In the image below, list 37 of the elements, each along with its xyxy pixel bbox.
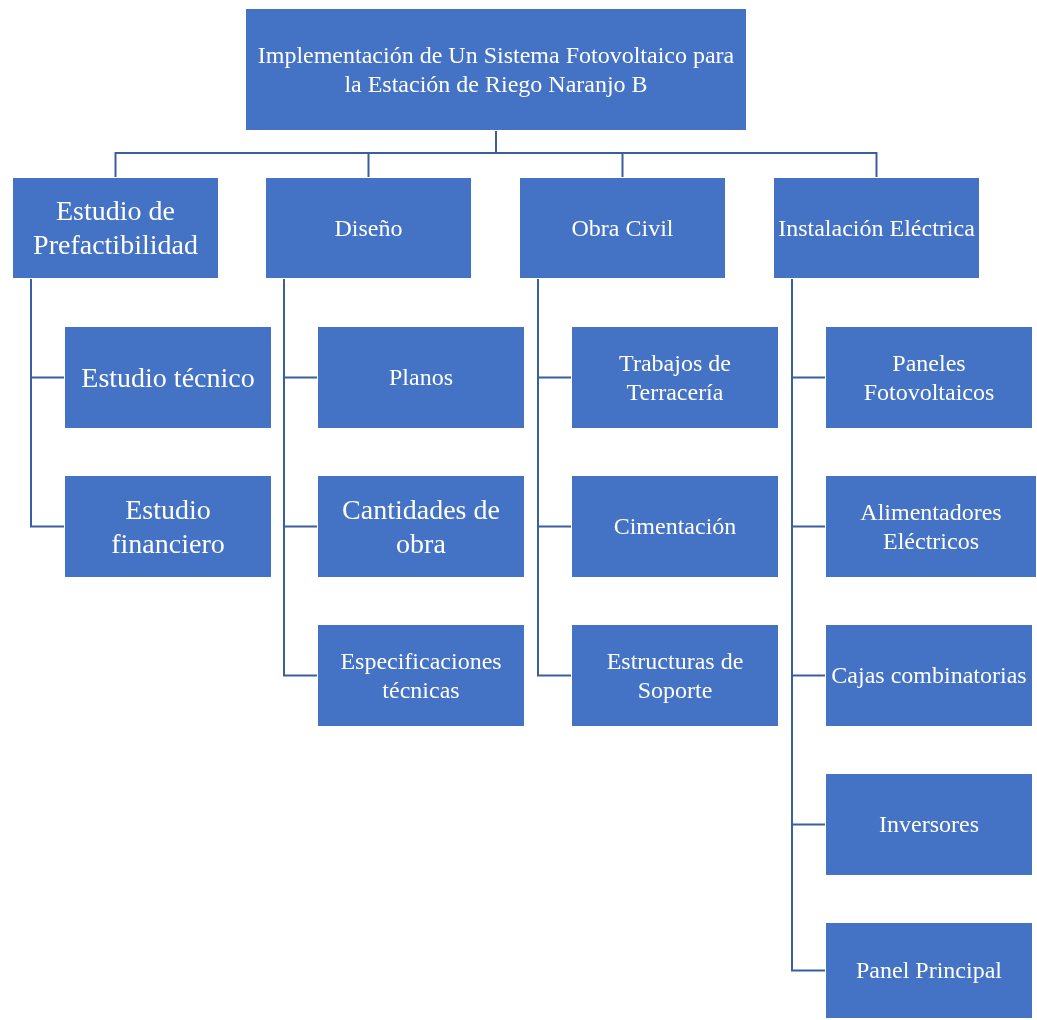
box-label: Planos [388, 363, 454, 392]
process-box [317, 475, 525, 578]
process-box [519, 177, 726, 279]
process-box [571, 624, 779, 727]
process-box [265, 177, 472, 279]
process-box [825, 326, 1033, 429]
box-label: Diseño [333, 213, 404, 243]
process-box [825, 624, 1033, 727]
process-box [317, 326, 525, 429]
box-label: Estudio de Prefactibilidad [32, 194, 199, 262]
box-label: Instalación Eléctrica [777, 213, 976, 243]
box-label: Implementación de Un Sistema Fotovoltaico para la Estación de Riego Naranjo B [256, 40, 736, 99]
box-label: Estudio técnico [80, 360, 256, 395]
box-label: Estructuras de Soporte [605, 646, 745, 705]
box-label: Especificaciones técnicas [339, 646, 503, 705]
process-box [64, 326, 272, 429]
box-label: Cajas combinatorias [830, 661, 1028, 690]
box-label: Obra Civil [570, 213, 675, 243]
process-box [571, 475, 779, 578]
process-box [773, 177, 980, 279]
box-label: Estudio financiero [110, 492, 226, 561]
process-box [12, 177, 219, 279]
process-box [825, 475, 1037, 578]
process-box [64, 475, 272, 578]
box-label: Panel Principal [855, 956, 1003, 985]
connector-line [30, 278, 65, 528]
process-box [571, 326, 779, 429]
box-label: Inversores [878, 810, 980, 839]
box-label: Paneles Fotovoltaicos [862, 348, 996, 407]
process-box [245, 8, 747, 131]
process-box [825, 773, 1033, 876]
box-label: Trabajos de Terracería [618, 348, 732, 407]
box-label: Cantidades de obra [341, 492, 501, 561]
process-box [317, 624, 525, 727]
box-label: Alimentadores Eléctricos [859, 497, 1003, 556]
process-box [825, 922, 1033, 1019]
box-label: Cimentación [612, 512, 738, 541]
